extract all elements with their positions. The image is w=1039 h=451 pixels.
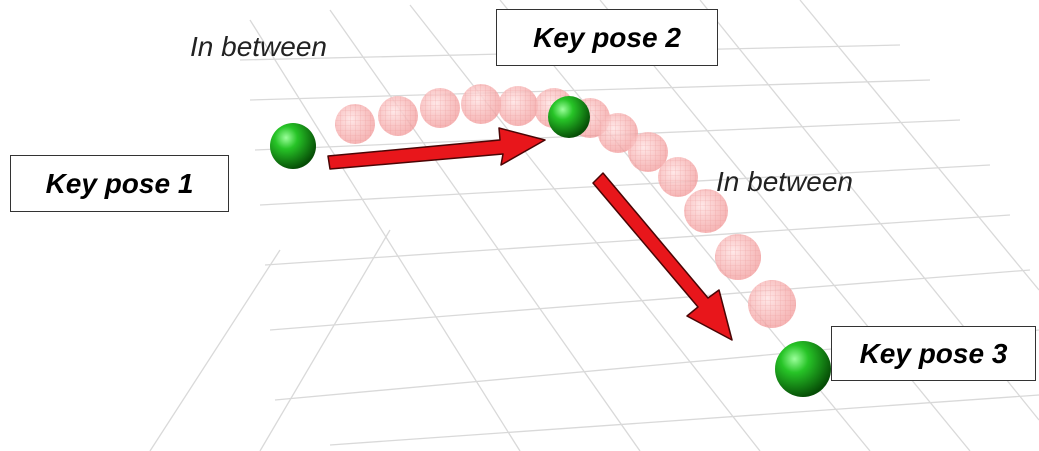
arrow-pose2-to-pose3: [592, 172, 733, 341]
arrow-pose1-to-pose2: [327, 127, 546, 170]
in-between-label-right: In between: [716, 166, 853, 197]
in-between-sphere: [684, 189, 728, 233]
in-between-sphere: [748, 280, 796, 328]
key-pose-2-sphere: [548, 96, 590, 138]
in-between-sphere: [461, 84, 501, 124]
in-between-sphere: [498, 86, 538, 126]
in-between-label-top: In between: [190, 31, 327, 62]
in-between-sphere: [420, 88, 460, 128]
grid-floor: [149, 0, 1039, 451]
key-pose-2-label: Key pose 2: [496, 9, 718, 66]
in-between-sphere: [658, 157, 698, 197]
key-pose-3-sphere: [775, 341, 831, 397]
key-pose-1-label: Key pose 1: [10, 155, 229, 212]
key-pose-3-label: Key pose 3: [831, 326, 1036, 381]
in-between-sphere: [628, 132, 668, 172]
in-between-sphere: [715, 234, 761, 280]
in-between-sphere: [598, 113, 638, 153]
in-between-sphere: [378, 96, 418, 136]
in-between-sphere: [335, 104, 375, 144]
key-pose-1-sphere: [270, 123, 316, 169]
